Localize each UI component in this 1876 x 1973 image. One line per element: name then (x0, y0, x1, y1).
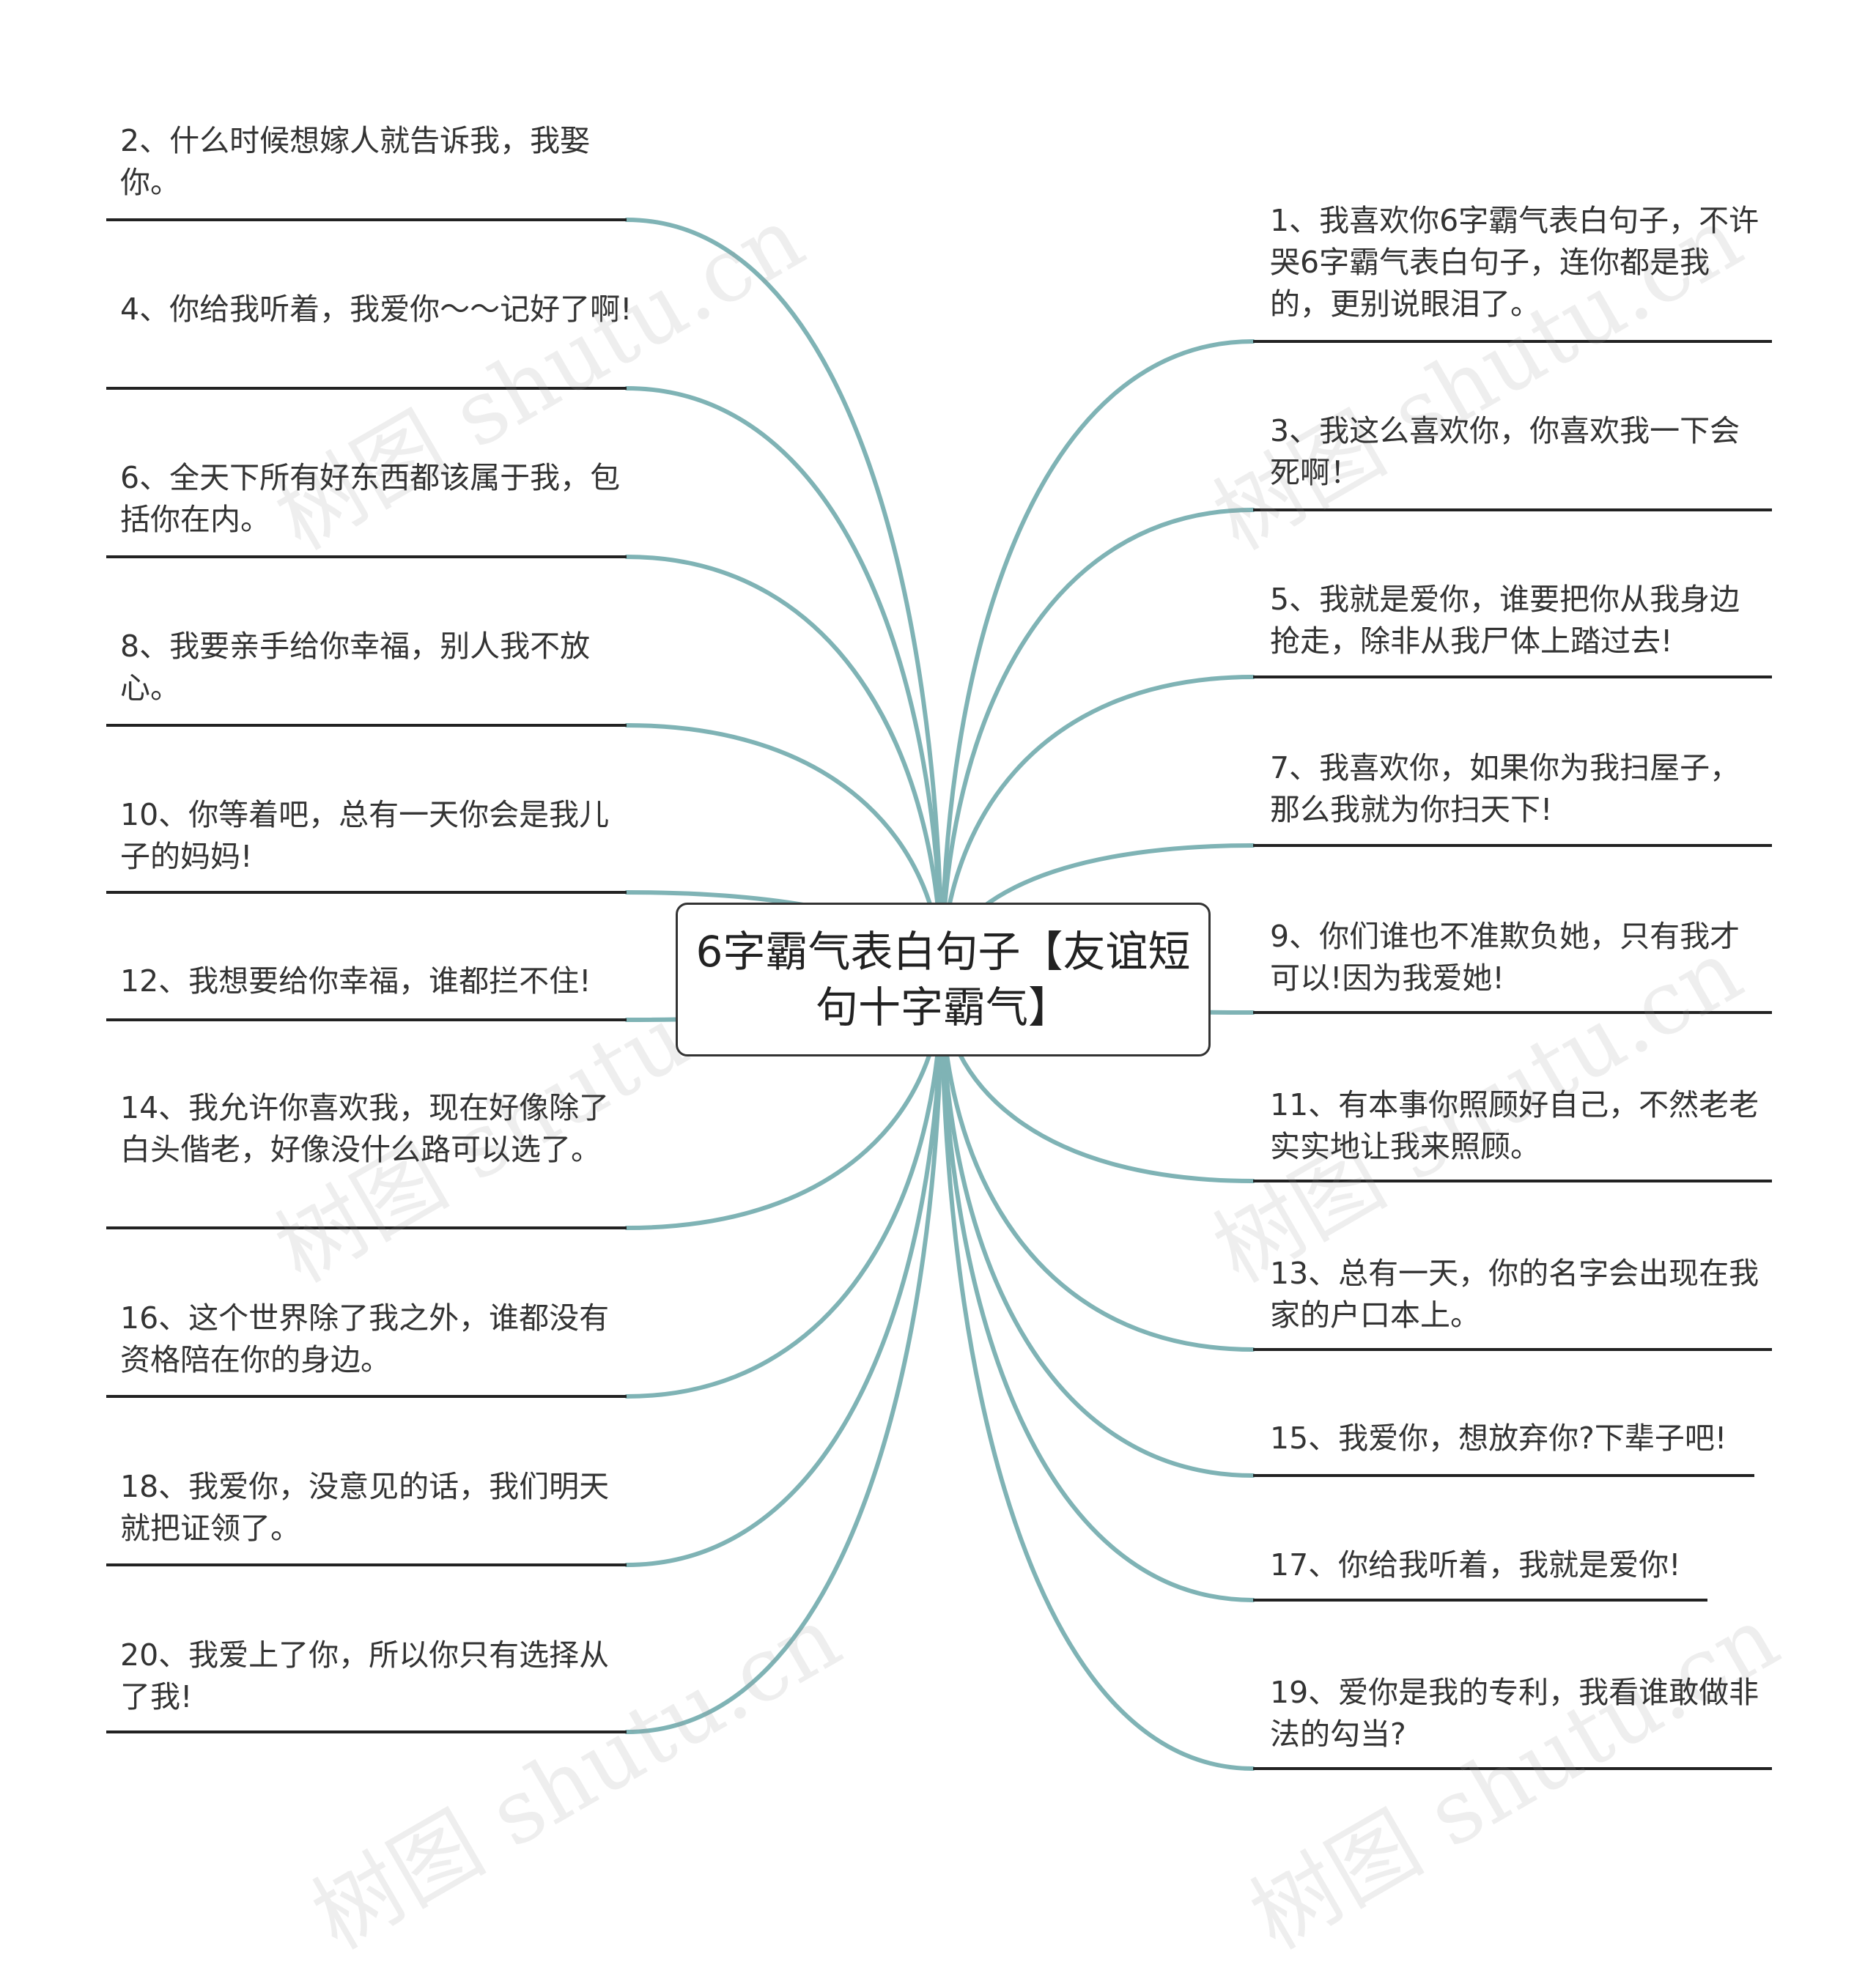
left-topic-1[interactable]: 2、什么时候想嫁人就告诉我，我娶你。 (120, 123, 591, 200)
right-branch-7 (939, 977, 1255, 1352)
left-topic-2[interactable]: 4、你给我听着，我爱你～～记好了啊! (120, 292, 632, 327)
left-topic-8[interactable]: 16、这个世界除了我之外，谁都没有资格陪在你的身边。 (120, 1300, 610, 1377)
right-topic-4[interactable]: 7、我喜欢你，如果你为我扫屋子，那么我就为你扫天下! (1270, 750, 1740, 827)
left-branch-1 (624, 218, 944, 982)
right-branch-9 (939, 977, 1255, 1602)
right-topic-7[interactable]: 13、总有一天，你的名字会出现在我家的户口本上。 (1270, 1256, 1759, 1333)
topic-underlines (106, 218, 1772, 1770)
left-branch-2 (624, 386, 944, 982)
left-branch-8 (624, 977, 944, 1399)
left-branch-10 (624, 977, 944, 1734)
left-branch-3 (624, 555, 944, 982)
right-topic-2[interactable]: 3、我这么喜欢你，你喜欢我一下会死啊！ (1270, 413, 1740, 490)
right-branch-1 (939, 339, 1255, 982)
right-branch-2 (939, 508, 1255, 982)
right-topic-6[interactable]: 11、有本事你照顾好自己，不然老老实实地让我来照顾。 (1270, 1087, 1759, 1164)
left-topic-6[interactable]: 12、我想要给你幸福，谁都拦不住! (120, 963, 591, 999)
right-topic-3[interactable]: 5、我就是爱你，谁要把你从我身边抢走，除非从我尸体上踏过去! (1270, 582, 1740, 659)
right-topic-5[interactable]: 9、你们谁也不准欺负她，只有我才可以!因为我爱她! (1270, 919, 1740, 996)
right-branch-10 (939, 977, 1255, 1771)
right-topic-8[interactable]: 15、我爱你，想放弃你?下辈子吧! (1270, 1421, 1727, 1456)
left-topic-3[interactable]: 6、全天下所有好东西都该属于我，包括你在内。 (120, 460, 621, 537)
central-topic[interactable]: 6字霸气表白句子【友谊短句十字霸气】 (676, 903, 1211, 1056)
left-topic-4[interactable]: 8、我要亲手给你幸福，别人我不放心。 (120, 629, 591, 706)
central-topic-label: 6字霸气表白句子【友谊短句十字霸气】 (695, 927, 1191, 1032)
right-topic-9[interactable]: 17、你给我听着，我就是爱你! (1270, 1547, 1681, 1583)
right-topic-10[interactable]: 19、爱你是我的专利，我看谁敢做非法的勾当? (1270, 1675, 1759, 1752)
left-topic-10[interactable]: 20、我爱上了你，所以你只有选择从了我! (120, 1637, 610, 1714)
left-branch-9 (624, 977, 944, 1567)
left-topic-5[interactable]: 10、你等着吧，总有一天你会是我儿子的妈妈! (120, 797, 610, 874)
left-topic-9[interactable]: 18、我爱你，没意见的话，我们明天就把证领了。 (120, 1469, 610, 1546)
right-topic-1[interactable]: 1、我喜欢你6字霸气表白句子，不许哭6字霸气表白句子，连你都是我的，更别说眼泪了… (1270, 203, 1759, 322)
left-topic-7[interactable]: 14、我允许你喜欢我，现在好像除了白头偕老，好像没什么路可以选了。 (120, 1090, 610, 1167)
right-branch-8 (939, 977, 1255, 1478)
